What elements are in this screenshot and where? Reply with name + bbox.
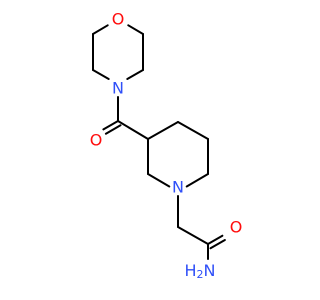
atom-amide-nitrogen: H2N <box>185 261 216 281</box>
atom-piperidine-nitrogen: N <box>172 178 184 197</box>
bond-amide-double-b <box>209 239 226 250</box>
piperidine-ring <box>147 121 209 188</box>
bond-pip-n-c2 <box>147 173 171 188</box>
bond-pip-c6-n <box>185 173 209 188</box>
bond-amide-double-a <box>207 234 224 245</box>
atom-amide-oxygen: O <box>230 218 243 237</box>
morpholine-ring <box>92 24 144 80</box>
acetamide-chain <box>177 195 226 260</box>
atom-morpholine-nitrogen: N <box>112 79 124 98</box>
bond-pip-c3-c4 <box>147 121 179 140</box>
bond-ch2-amide-c <box>177 226 209 245</box>
bond-carbonyl-double-b <box>104 124 122 135</box>
molecule-structure: O N O N O H2N <box>90 10 243 281</box>
bond-o-c-upper-right <box>127 24 144 35</box>
bond-c-n-right <box>126 69 144 80</box>
atom-labels: O N O N O H2N <box>90 10 243 281</box>
bond-carbonyl-c-ring-c <box>117 120 149 140</box>
atom-carbonyl-oxygen: O <box>90 131 103 150</box>
bond-o-c-upper-left <box>92 24 109 35</box>
atom-morpholine-oxygen: O <box>112 10 125 29</box>
bond-c-n-left <box>92 69 110 80</box>
morpholine-amide-linker <box>102 96 149 140</box>
bond-pip-c4-c5 <box>177 121 209 140</box>
bond-carbonyl-double-a <box>102 120 119 131</box>
